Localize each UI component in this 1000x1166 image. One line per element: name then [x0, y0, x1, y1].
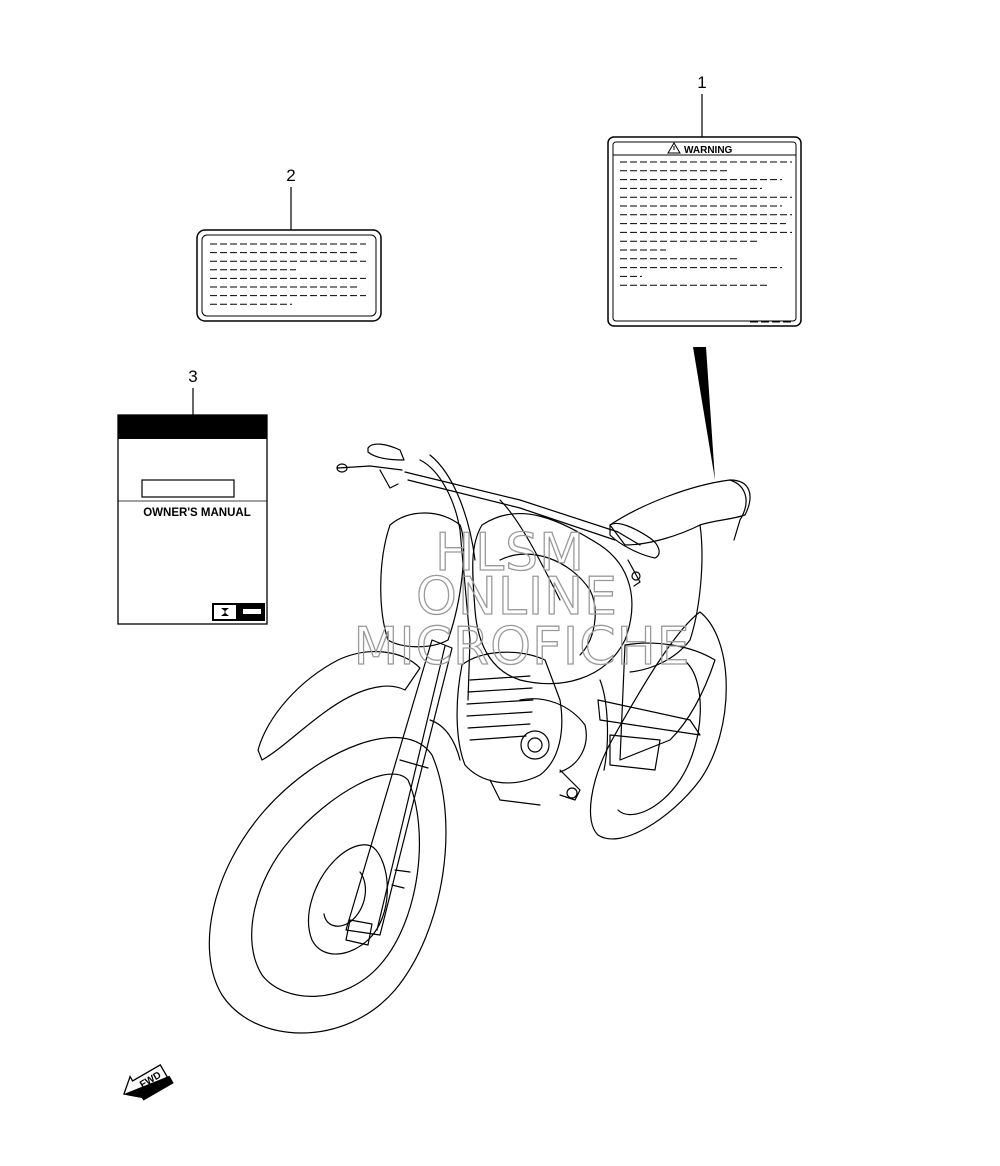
- callout-number-1: 1: [697, 73, 706, 92]
- warning-label-text-lines: [620, 161, 792, 323]
- handlebar: [336, 443, 660, 701]
- fwd-arrow-shadow: [123, 1075, 174, 1101]
- warning-label[interactable]: WARNING: [607, 136, 802, 327]
- seat-rear-fender: [609, 479, 751, 673]
- front-wheel: [208, 737, 447, 1034]
- manual-title: OWNER'S MANUAL: [143, 507, 251, 519]
- callout-2[interactable]: 2: [286, 166, 296, 230]
- info-label-text-lines: [210, 243, 366, 305]
- warning-triangle-icon: [667, 142, 681, 154]
- location-pointer: [693, 347, 715, 480]
- side-panel-swingarm: [597, 642, 716, 771]
- info-label-inner-border: [201, 234, 377, 317]
- info-label[interactable]: [196, 229, 382, 322]
- manual-top-band: [118, 415, 267, 439]
- fuel-tank-shroud: [472, 512, 633, 685]
- brand-logo-icon: [221, 608, 229, 616]
- callout-1[interactable]: 1: [697, 73, 707, 137]
- watermark-line-2: ONLINE: [416, 567, 618, 627]
- front-fork: [345, 639, 453, 946]
- rear-wheel: [589, 611, 727, 840]
- fwd-direction-arrow: FWD: [123, 1064, 174, 1101]
- watermark: HLSM ONLINE MICROFICHE: [353, 522, 690, 677]
- engine: [429, 651, 609, 806]
- callout-number-3: 3: [188, 367, 197, 386]
- watermark-line-3: MICROFICHE: [353, 617, 690, 677]
- number-plate: [380, 512, 465, 648]
- callout-3[interactable]: 3: [188, 367, 198, 415]
- manual-cover: [117, 414, 268, 625]
- watermark-line-1: HLSM: [435, 523, 585, 583]
- front-fender: [257, 650, 421, 761]
- manual-brand-mark: [243, 609, 261, 614]
- motorcycle-drawing: [208, 443, 751, 1034]
- manual-model-box: [141, 479, 235, 498]
- callout-number-2: 2: [286, 166, 295, 185]
- warning-heading: WARNING: [684, 145, 733, 156]
- warning-label-inner-border: [612, 141, 797, 322]
- owners-manual[interactable]: OWNER'S MANUAL: [117, 414, 268, 625]
- warning-label-outer-border: [607, 136, 802, 327]
